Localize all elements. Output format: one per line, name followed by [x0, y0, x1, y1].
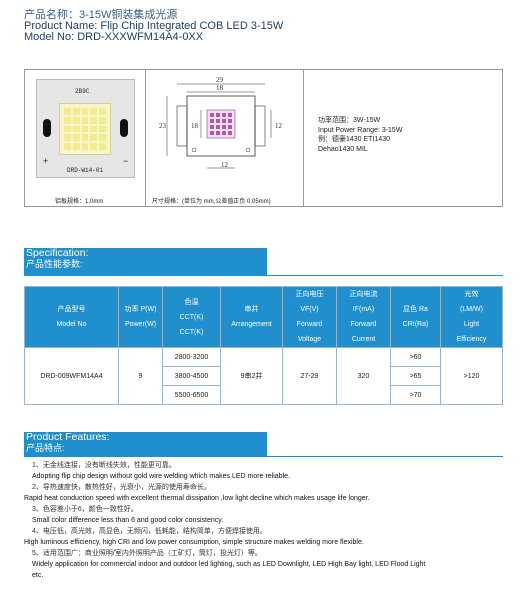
- features-list: 1、无金线连接，没有断线失效，性能更可靠。 Adopting flip chip…: [24, 460, 504, 581]
- cell-efficiency: >120: [440, 347, 503, 405]
- cell-cri: >60: [390, 347, 441, 367]
- panel-divider: [145, 70, 146, 206]
- cell-cri: >65: [390, 366, 441, 386]
- cob-chip: [59, 103, 111, 155]
- feature-item-en: Adopting flip chip design without gold w…: [32, 473, 290, 480]
- power-range-cn: 功率范围：3W-15W: [318, 117, 381, 124]
- cell-cct: 5500-6500: [162, 385, 221, 405]
- table-row: 5500-6500 >70: [25, 385, 503, 405]
- reference-cn: 例：德豪1430 ETI1430: [318, 136, 390, 143]
- caption-dimension-spec: 尺寸规格：(单位为 mm,公差值正负 0.05mm): [152, 199, 271, 205]
- power-range-en: Input Power Range: 3-15W: [318, 126, 403, 134]
- feature-item-cn: 5、适用范围广：商业照明/室内外照明产品（工矿灯，筒灯，投光灯）等。: [32, 550, 262, 557]
- dimension-drawing: [166, 83, 272, 169]
- feature-item-en: Small color difference less than 6 and g…: [32, 517, 224, 524]
- header-power: 功率 P(W)Power(W): [118, 286, 163, 348]
- table-row: DRD-009WFM14A4 9 2800-3200 9串2并 27-29 32…: [24, 347, 503, 405]
- dimension-18-vertical: 18: [191, 122, 198, 130]
- feature-item-en: Widely application for commercial indoor…: [32, 561, 426, 568]
- features-title: Product Features:: [26, 431, 110, 443]
- specification-title: Specification:: [26, 247, 89, 259]
- power-info: 功率范围：3W-15W Input Power Range: 3-15W 例：德…: [318, 116, 402, 154]
- feature-item-cn: 1、无金线连接，没有断线失效，性能更可靠。: [32, 462, 176, 469]
- cell-cct: 3800-4500: [162, 366, 221, 386]
- product-images-panel: 2B9C + − DRD-W14-01: [24, 69, 503, 207]
- feature-item-en: Rapid heat conduction speed with excelle…: [24, 495, 370, 502]
- dimension-12: 12: [221, 161, 228, 169]
- dimension-12-vertical: 12: [275, 122, 282, 130]
- feature-item-en: etc.: [32, 572, 44, 579]
- dimension-18: 18: [216, 84, 223, 92]
- specification-title-cn: 产品性能参数:: [26, 259, 83, 269]
- table-row: 3800-4500 >65: [25, 366, 503, 386]
- section-rule: [24, 456, 503, 457]
- reference-en: Dehao1430 MIL: [318, 145, 368, 153]
- feature-item-cn: 2、导热速度快，散热性好，光衰小，光源的使用寿命长。: [32, 484, 211, 491]
- product-name-cn: 产品名称：3-15W铜装集成光源: [24, 9, 178, 21]
- cell-power: 9: [118, 347, 163, 405]
- panel-divider: [303, 70, 304, 206]
- product-name: Product Name: Flip Chip Integrated COB L…: [24, 20, 284, 32]
- section-rule: [24, 275, 503, 276]
- dimension-23: 23: [159, 122, 166, 130]
- led-model-label: DRD-W14-01: [67, 167, 104, 174]
- specification-header: Specification: 产品性能参数:: [24, 248, 267, 275]
- mounting-slot: [120, 119, 128, 137]
- cell-model: DRD-009WFM14A4: [24, 347, 119, 405]
- minus-terminal: −: [123, 156, 129, 166]
- mounting-slot: [43, 119, 51, 137]
- features-title-cn: 产品特点:: [26, 443, 65, 453]
- cell-cri: >70: [390, 385, 441, 405]
- features-header: Product Features: 产品特点:: [24, 432, 267, 456]
- cell-arrangement: 9串2并: [220, 347, 283, 405]
- feature-item-cn: 4、电压低，高光效，高显色，无频闪，低耗能，结构简单，方便焊接使用。: [32, 528, 267, 535]
- cell-if: 320: [336, 347, 391, 405]
- cell-vf: 27-29: [282, 347, 337, 405]
- model-number: Model No: DRD-XXXWFM14A4-0XX: [24, 31, 204, 43]
- feature-item-en: High luminous efficiency, high CRI and l…: [24, 539, 364, 546]
- chip-cells: [64, 108, 106, 150]
- led-photo: 2B9C + − DRD-W14-01: [36, 79, 135, 178]
- caption-aluminum-spec: 铝板规格：1.0mm: [55, 199, 104, 205]
- cell-cct: 2800-3200: [162, 347, 221, 367]
- dimension-29: 29: [216, 76, 223, 84]
- led-label: 2B9C: [75, 88, 90, 95]
- plus-terminal: +: [43, 156, 49, 166]
- feature-item-cn: 3、色容差小于6，颜色一致性好。: [32, 506, 138, 513]
